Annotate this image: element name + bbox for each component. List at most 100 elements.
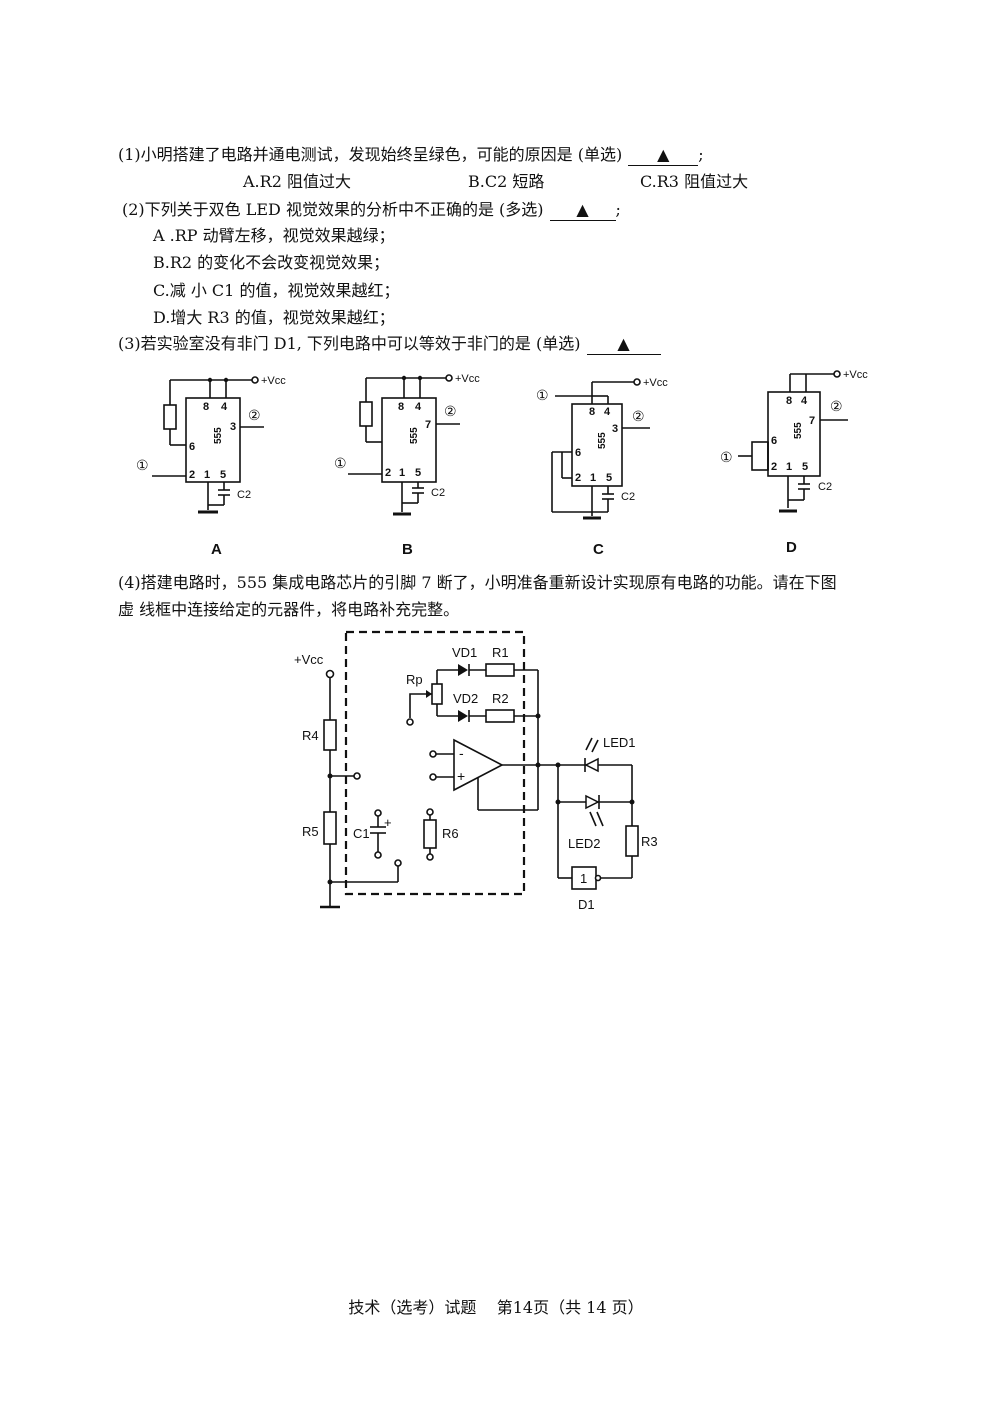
resistor-b [359,401,373,427]
svg-text:+Vcc: +Vcc [843,369,868,381]
q3-answer-blank[interactable]: ▲ [586,334,661,355]
c1-terminal-top [374,809,382,817]
q1-option-b: B.C2 短路 [468,172,545,191]
c1-terminal-bottom [374,851,382,859]
svg-text:6: 6 [575,447,581,459]
svg-text:①: ① [536,387,549,403]
svg-text:C2: C2 [621,491,635,503]
op-amp-minus-terminal [429,750,437,758]
svg-text:+: + [457,768,465,784]
diode-vd1 [458,664,468,676]
led1 [584,757,599,773]
svg-text:1: 1 [399,467,405,479]
svg-text:②: ② [248,407,261,423]
ground-terminal [394,859,402,867]
svg-text:LED2: LED2 [568,836,601,851]
svg-text:LED1: LED1 [603,735,636,750]
q4-line2: 虚 线框中连接给定的元器件，将电路补充完整。 [118,600,460,619]
q1-answer-blank[interactable]: ▲ [628,145,699,166]
svg-text:Rp: Rp [406,672,423,687]
circuit-c-label: C [593,541,604,558]
q2-option-b: B.R2 的变化不会改变视觉效果； [153,253,390,272]
resistor-r1 [485,663,515,677]
svg-text:C2: C2 [237,489,251,501]
svg-text:7: 7 [809,415,815,427]
svg-text:-: - [459,745,464,761]
page-footer: 技术（选考）试题 第14页（共 14 页） [348,1298,644,1317]
q1-text: (1)小明搭建了电路并通电测试，发现始终呈绿色，可能的原因是 (单选) [118,145,623,164]
svg-text:8: 8 [203,401,209,413]
svg-text:②: ② [830,398,843,414]
svg-text:VD1: VD1 [452,645,477,660]
circuit-d-label: D [786,539,797,556]
circuit-c: 8 4 3 6 2 1 5 555 +Vcc C2 ① ② [536,377,668,520]
svg-text:2: 2 [385,467,391,479]
r4-r5-node-terminal [353,772,361,780]
q4-line1: (4)搭建电路时，555 集成电路芯片的引脚 7 断了，小明准备重新设计实现原有… [118,573,837,592]
svg-text:2: 2 [189,469,195,481]
chip-555-b [381,397,437,483]
svg-text:1: 1 [580,871,587,886]
svg-text:+Vcc: +Vcc [261,375,286,387]
svg-text:555: 555 [409,427,420,444]
vcc-terminal-d [833,370,841,378]
svg-text:4: 4 [604,406,611,418]
diode-vd2 [458,710,468,722]
svg-text:2: 2 [575,472,581,484]
resistor-r4 [323,719,337,751]
svg-text:R2: R2 [492,691,509,706]
svg-text:R5: R5 [302,824,319,839]
q4-circuit: +Vcc R4 R5 C1 + R6 Rp [294,630,658,912]
q2-stem: (2)下列关于双色 LED 视觉效果的分析中不正确的是 (多选)▲; [122,200,621,221]
svg-text:②: ② [444,403,457,419]
resistor-r3 [625,825,639,857]
svg-text:3: 3 [230,421,236,433]
svg-text:R3: R3 [641,834,658,849]
vcc-terminal-a [251,376,259,384]
vcc-terminal-b [445,374,453,382]
resistor-r2 [485,709,515,723]
svg-text:8: 8 [589,406,595,418]
svg-text:1: 1 [590,472,596,484]
circuit-d: 8 4 7 6 2 1 5 555 +Vcc C2 ① ② [720,369,868,513]
svg-text:6: 6 [189,441,195,453]
vcc-terminal [325,669,335,679]
svg-text:R1: R1 [492,645,509,660]
chip-555-a [185,397,241,483]
circuit-a: 8 4 3 6 2 1 5 555 +Vcc C2 ① ② [136,375,286,514]
svg-text:C2: C2 [818,481,832,493]
chip-555-d [767,391,821,477]
r6-terminal-top [426,808,434,816]
svg-text:8: 8 [786,395,792,407]
svg-text:7: 7 [425,419,431,431]
q2-answer-blank[interactable]: ▲ [549,200,616,221]
r6-terminal-bottom [426,853,434,861]
svg-text:5: 5 [802,461,808,473]
svg-text:4: 4 [221,401,228,413]
svg-text:4: 4 [415,401,422,413]
resistor-a [163,404,177,430]
rp-wiper-terminal [406,718,414,726]
q2-text: (2)下列关于双色 LED 视觉效果的分析中不正确的是 (多选) [122,200,544,219]
svg-text:①: ① [136,457,149,473]
circuit-b: 8 4 7 2 1 5 555 +Vcc C2 ① ② [334,373,480,516]
svg-text:4: 4 [801,395,808,407]
resistor-r6 [423,819,437,849]
svg-text:VD2: VD2 [453,691,478,706]
svg-text:555: 555 [597,432,608,449]
svg-text:5: 5 [220,469,226,481]
svg-text:3: 3 [612,423,618,435]
potentiometer-rp [431,683,443,705]
q2-option-c: C.减 小 C1 的值，视觉效果越红； [153,281,400,300]
circuit-a-label: A [211,541,222,558]
q2-option-a: A .RP 动臂左移，视觉效果越绿； [153,226,395,245]
vcc-terminal-c [633,378,641,386]
svg-text:C2: C2 [431,487,445,499]
q3-stem: (3)若实验室没有非门 D1, 下列电路中可以等效于非门的是 (单选)▲ [118,334,661,355]
svg-text:5: 5 [606,472,612,484]
q1-stem: (1)小明搭建了电路并通电测试，发现始终呈绿色，可能的原因是 (单选)▲; [118,145,704,166]
svg-text:②: ② [632,408,645,424]
q1-option-a: A.R2 阻值过大 [243,172,351,191]
svg-text:6: 6 [771,435,777,447]
